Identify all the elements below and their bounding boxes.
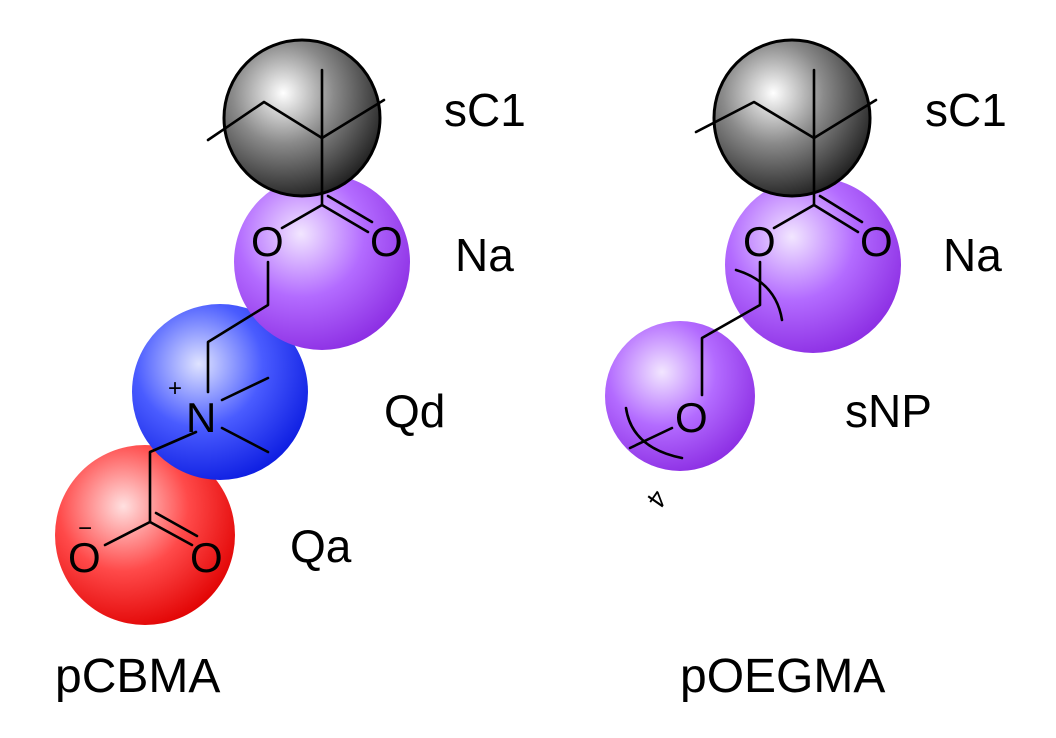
bead-snp [605, 321, 755, 471]
carboxyl-double-a [148, 520, 194, 547]
repeat-bracket-upper [734, 268, 784, 322]
bead-qa [55, 445, 235, 625]
n-carbon-bond [148, 430, 198, 524]
bead-sc1 [222, 38, 382, 198]
atom-o-carboxylate-charge: − [78, 515, 92, 542]
label-sc1-left: sC1 [444, 84, 526, 136]
polymer-name-left: pCBMA [55, 650, 220, 703]
ester-o-bond-right [772, 203, 816, 230]
atom-o-carboxyl-double: O [190, 534, 223, 581]
atom-o-carbonyl: O [370, 218, 403, 265]
backbone-bond [206, 98, 386, 142]
bead-na-right [725, 177, 901, 353]
label-sc1-right: sC1 [925, 84, 1007, 136]
polymer-name-right: pOEGMA [680, 650, 885, 703]
carboxyl-double-b [154, 511, 199, 538]
label-qa: Qa [290, 520, 352, 572]
atom-n: N [186, 394, 216, 441]
n-methyl-up [220, 376, 270, 402]
label-snp: sNP [845, 385, 932, 437]
atom-o-ester-right: O [743, 218, 776, 265]
bead-qd [132, 304, 308, 480]
peg-bond-2 [628, 426, 674, 450]
n-methyl-down [220, 426, 270, 454]
carboxyl-o-bond [103, 520, 152, 547]
atom-n-charge: + [168, 375, 182, 402]
carbonyl-bond-a [320, 203, 370, 234]
poegma-structure: O O O 4 sC1 Na sNP pOEGMA [605, 38, 1007, 703]
atom-o-ether: O [675, 394, 708, 441]
label-na-left: Na [455, 229, 514, 281]
label-na-right: Na [943, 229, 1002, 281]
ester-o-bond [280, 203, 324, 230]
bead-sc1-right [712, 38, 872, 198]
label-qd: Qd [384, 385, 445, 437]
repeat-bracket-lower [624, 406, 684, 460]
carbonyl-bond-a-right [812, 203, 860, 234]
carbonyl-bond-b-right [818, 194, 864, 224]
peg-bond-1 [700, 260, 762, 397]
repeat-count: 4 [641, 485, 674, 514]
pcbma-structure: O O N + O − O sC1 Na Qd Qa pCBMA [55, 38, 526, 703]
atom-o-carbonyl-right: O [860, 218, 893, 265]
backbone-bond-right [694, 98, 878, 140]
atom-o-carboxylate: O [68, 534, 101, 581]
linker-bond [206, 260, 270, 394]
atom-o-ester: O [251, 218, 284, 265]
carbonyl-bond-b [326, 194, 374, 224]
